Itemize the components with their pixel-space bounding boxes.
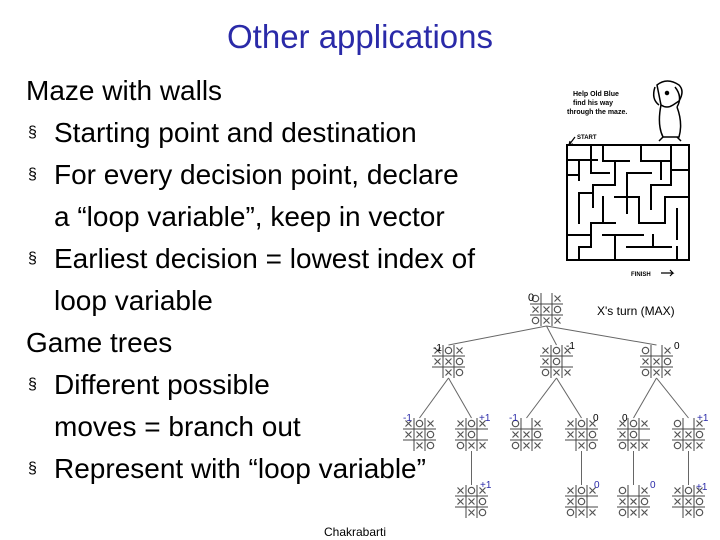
tree-edge <box>546 325 657 346</box>
slide-title-text: Other applications <box>227 18 493 55</box>
tic-tac-toe-board <box>672 418 705 451</box>
section-heading: Game trees <box>26 327 173 358</box>
level1-value: -1 <box>433 343 442 354</box>
level1-value: 0 <box>674 341 680 352</box>
tic-tac-toe-board <box>510 418 543 451</box>
section-heading: Maze with walls <box>26 75 223 106</box>
tic-tac-toe-board <box>455 418 488 451</box>
level2-value: +1 <box>479 413 491 424</box>
bullet-list: Maze with walls § Starting point and desti… <box>26 70 556 490</box>
maze-caption-line: Help Old Blue <box>573 91 619 98</box>
bullet-item: § Represent with “loop variable” <box>26 448 556 490</box>
tree-edge <box>556 377 582 419</box>
tic-tac-toe-board <box>565 485 598 518</box>
bullet-item: § Earliest decision = lowest index of <box>26 238 556 280</box>
level2-value: +1 <box>697 413 709 424</box>
tic-tac-toe-board <box>617 485 650 518</box>
level3-value: 0 <box>650 480 656 491</box>
bullet-text: Different possible <box>54 369 270 400</box>
level1-value: -1 <box>566 341 575 352</box>
tic-tac-toe-board <box>617 418 650 451</box>
tree-edge <box>526 377 557 419</box>
bullet-marker-icon: § <box>28 376 37 393</box>
bullet-item: § Different possible <box>26 364 556 406</box>
tic-tac-toe-board <box>403 418 436 451</box>
maze-grid <box>566 144 690 261</box>
bullet-marker-icon: § <box>28 124 37 141</box>
bullet-continuation: a “loop variable”, keep in vector <box>54 201 445 232</box>
bullet-marker-icon: § <box>28 460 37 477</box>
root-value: 0 <box>528 292 534 304</box>
level2-value: 0 <box>593 413 599 424</box>
bullet-text: Earliest decision = lowest index of <box>54 243 475 274</box>
level2-value: 0 <box>622 413 628 424</box>
game-tree-boards <box>403 293 705 518</box>
turn-label: X's turn (MAX) <box>597 304 675 318</box>
tic-tac-toe-board <box>455 485 488 518</box>
tree-edge <box>656 377 689 419</box>
bullet-continuation: moves = branch out <box>54 411 301 442</box>
level2-value: -1 <box>403 413 412 424</box>
maze-illustration: Help Old Blue find his way through the m… <box>566 80 690 278</box>
tree-edge <box>546 325 557 346</box>
slide-title: Other applications <box>0 18 720 56</box>
level3-value: 0 <box>594 480 600 491</box>
game-tree-illustration: X's turn (MAX) 0 -1 -1 0 -1 +1 -1 0 0 +1… <box>403 292 709 518</box>
finish-arrow-icon <box>661 269 675 277</box>
level2-value: -1 <box>509 413 518 424</box>
tree-edge <box>633 377 657 419</box>
dog-icon <box>652 80 683 142</box>
bullet-item: § Starting point and destination <box>26 112 556 154</box>
tic-tac-toe-board <box>672 485 705 518</box>
bullet-marker-icon: § <box>28 166 37 183</box>
bullet-marker-icon: § <box>28 250 37 267</box>
tree-edge <box>448 325 547 346</box>
game-tree-edges <box>419 325 689 485</box>
maze-caption-line: through the maze. <box>567 109 627 116</box>
tic-tac-toe-board <box>540 345 573 378</box>
maze-caption-line: find his way <box>573 100 613 107</box>
maze-finish-label: FINISH <box>631 272 651 278</box>
bullet-text: For every decision point, declare <box>54 159 459 190</box>
bullet-text: Starting point and destination <box>54 117 417 148</box>
bullet-continuation: loop variable <box>54 285 213 316</box>
bullet-item: § For every decision point, declare <box>26 154 556 196</box>
maze-caption: Help Old Blue find his way through the m… <box>567 91 627 116</box>
level3-value: +1 <box>480 480 492 491</box>
maze-start-label: START <box>577 135 597 141</box>
level3-value: +1 <box>696 482 708 493</box>
tic-tac-toe-board <box>432 345 465 378</box>
tree-edge <box>419 377 449 419</box>
tree-edge <box>448 377 472 419</box>
footer-author: Chakrabarti <box>324 525 387 539</box>
tic-tac-toe-board <box>530 293 563 326</box>
start-arrow-icon <box>568 136 576 146</box>
tic-tac-toe-board <box>565 418 598 451</box>
bullet-text: Represent with “loop variable” <box>54 453 426 484</box>
tic-tac-toe-board <box>640 345 673 378</box>
